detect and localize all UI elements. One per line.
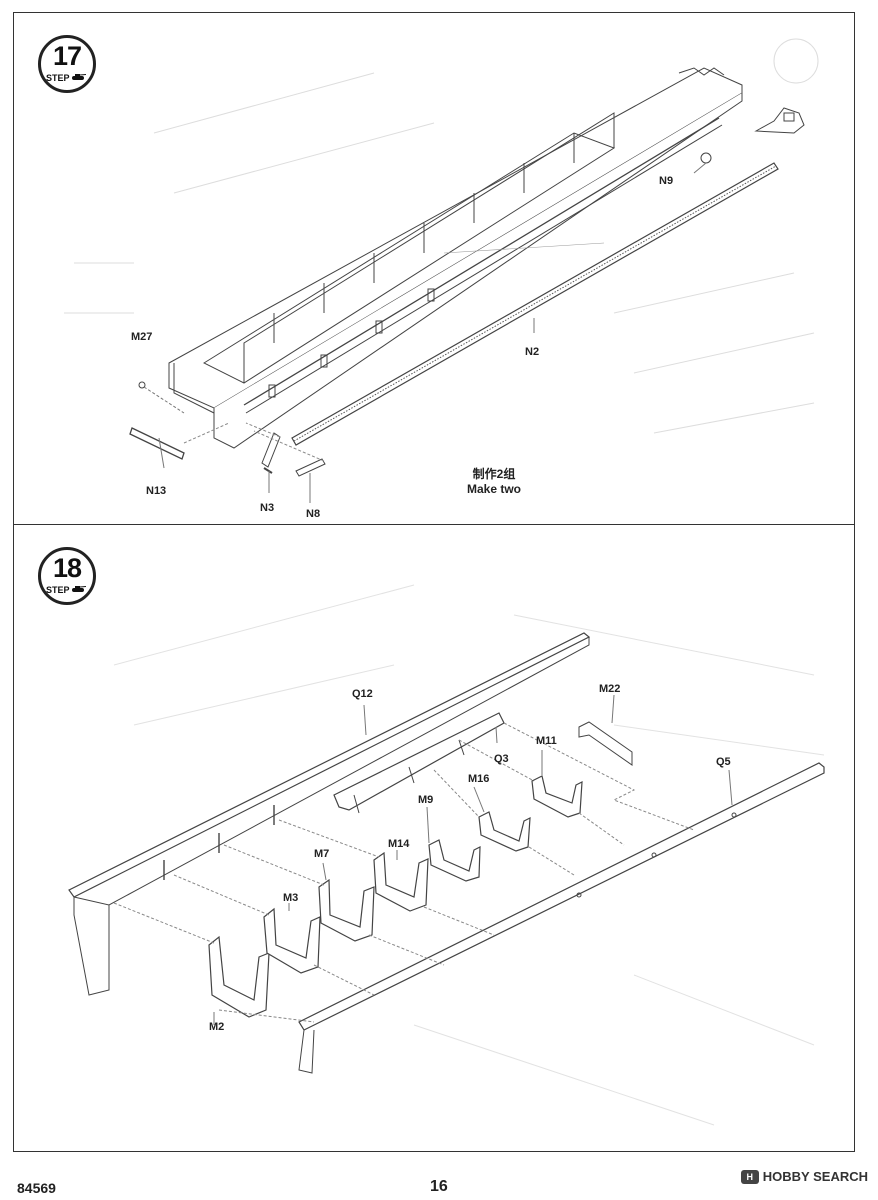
step-word: STEP <box>46 585 70 595</box>
step-number: 18 <box>52 553 82 583</box>
watermark-text: HOBBY SEARCH <box>762 1169 868 1184</box>
label-m11: M11 <box>536 735 557 747</box>
note-chinese: 制作2组 <box>472 467 516 481</box>
step-17-drawing <box>64 38 819 503</box>
step-number: 17 <box>52 41 82 71</box>
hobby-search-logo-icon: H <box>740 1169 759 1184</box>
label-q12: Q12 <box>352 688 373 700</box>
label-n8: N8 <box>306 508 321 520</box>
kit-number: 84569 <box>17 1180 56 1196</box>
step-badge-circle <box>38 35 96 93</box>
label-n3: N3 <box>260 502 275 514</box>
label-q3: Q3 <box>494 753 509 765</box>
tank-icon <box>72 586 86 592</box>
tank-icon <box>72 74 86 80</box>
label-m2: M2 <box>209 1021 225 1033</box>
make-two-note: 制作2组 Make two <box>434 467 554 497</box>
step-18-badge: 18 STEP <box>38 547 96 605</box>
page-number: 16 <box>430 1178 448 1195</box>
label-n2: N2 <box>525 346 540 358</box>
step-18-drawing <box>68 584 825 1126</box>
label-m22: M22 <box>599 683 621 695</box>
label-m14: M14 <box>388 838 410 850</box>
label-m7: M7 <box>314 848 330 860</box>
label-m27: M27 <box>131 331 153 343</box>
label-q5: Q5 <box>716 756 731 768</box>
step-17-panel: 17 STEP <box>13 12 855 525</box>
step-badge-circle <box>38 547 96 605</box>
label-m16: M16 <box>468 773 490 785</box>
step-18-panel: 18 STEP <box>13 525 855 1152</box>
label-m9: M9 <box>418 794 434 806</box>
watermark: H HOBBY SEARCH <box>740 1169 868 1184</box>
note-english: Make two <box>466 482 521 496</box>
step-word: STEP <box>46 73 70 83</box>
label-n9: N9 <box>659 175 674 187</box>
label-m3: M3 <box>283 892 299 904</box>
label-n13: N13 <box>146 485 167 497</box>
step-17-badge: 17 STEP <box>38 35 96 93</box>
